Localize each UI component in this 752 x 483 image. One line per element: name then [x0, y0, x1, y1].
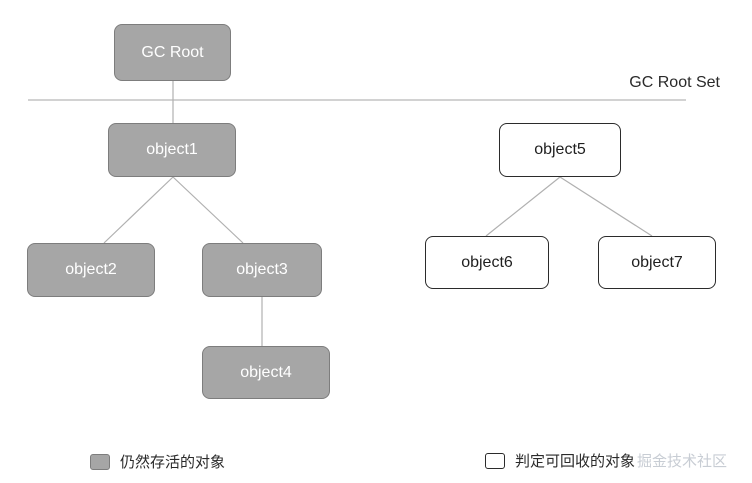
- root-set-label: GC Root Set: [629, 74, 720, 91]
- legend-collectable-label: 判定可回收的对象: [515, 453, 636, 470]
- node-object5: object5: [499, 123, 621, 177]
- legend-alive: 仍然存活的对象: [90, 451, 225, 472]
- edge-object5-object7: [559, 176, 653, 237]
- legend-collectable: 判定可回收的对象 掘金技术社区: [485, 450, 727, 471]
- node-object2: object2: [27, 243, 155, 297]
- watermark-text: 掘金技术社区: [637, 453, 728, 470]
- node-object6: object6: [425, 236, 549, 289]
- legend-collectable-swatch: [485, 452, 505, 469]
- legend-alive-label: 仍然存活的对象: [120, 454, 226, 471]
- node-object1: object1: [108, 123, 236, 177]
- node-gc-root: GC Root: [114, 24, 231, 81]
- node-object4: object4: [202, 346, 330, 399]
- legend-alive-swatch: [90, 453, 110, 470]
- edge-object5-object6: [485, 176, 561, 237]
- node-object3: object3: [202, 243, 322, 297]
- node-object7: object7: [598, 236, 716, 289]
- edge-object1-object3: [172, 176, 244, 244]
- edge-object1-object2: [103, 176, 174, 244]
